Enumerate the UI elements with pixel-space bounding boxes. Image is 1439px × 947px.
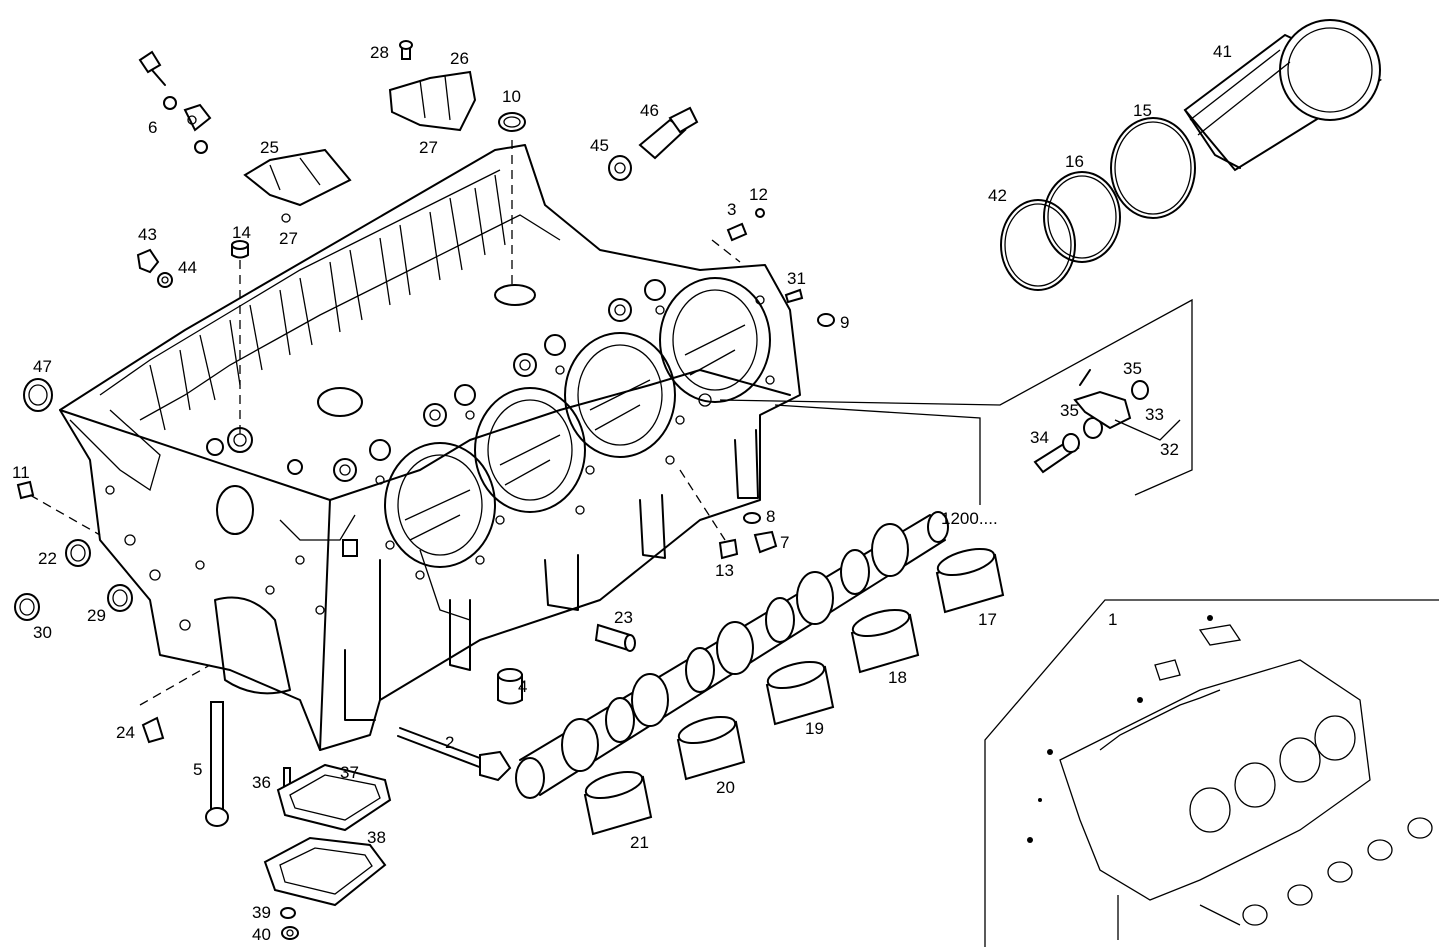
label-code-1200: 1200.... bbox=[941, 509, 998, 528]
label-4: 4 bbox=[518, 677, 527, 696]
bolt-holes bbox=[375, 295, 775, 580]
label-19: 19 bbox=[805, 719, 824, 738]
label-33: 33 bbox=[1145, 405, 1164, 424]
bearing-20 bbox=[676, 715, 746, 781]
label-14: 14 bbox=[232, 223, 251, 242]
label-20: 20 bbox=[716, 778, 735, 797]
label-24: 24 bbox=[116, 723, 135, 742]
label-15: 15 bbox=[1133, 101, 1152, 120]
liner-and-rings bbox=[1000, 19, 1383, 291]
label-8: 8 bbox=[766, 507, 775, 526]
label-47: 47 bbox=[33, 357, 52, 376]
label-27b: 27 bbox=[279, 229, 298, 248]
label-34: 34 bbox=[1030, 428, 1049, 447]
part-labels: 1 2 3 4 5 6 7 8 9 10 11 12 13 14 15 16 1… bbox=[12, 42, 1232, 944]
label-36: 36 bbox=[252, 773, 271, 792]
label-13: 13 bbox=[715, 561, 734, 580]
engine-block bbox=[59, 144, 801, 751]
bearing-21 bbox=[583, 770, 653, 836]
label-41: 41 bbox=[1213, 42, 1232, 61]
small-parts bbox=[14, 40, 1149, 940]
label-31: 31 bbox=[787, 269, 806, 288]
inset-view bbox=[984, 599, 1439, 947]
label-37: 37 bbox=[340, 763, 359, 782]
label-2: 2 bbox=[445, 733, 454, 752]
label-44: 44 bbox=[178, 258, 197, 277]
label-5: 5 bbox=[193, 760, 202, 779]
label-21: 21 bbox=[630, 833, 649, 852]
label-18: 18 bbox=[888, 668, 907, 687]
label-16: 16 bbox=[1065, 152, 1084, 171]
label-6: 6 bbox=[148, 118, 157, 137]
label-10: 10 bbox=[502, 87, 521, 106]
label-45: 45 bbox=[590, 136, 609, 155]
bearing-19 bbox=[765, 660, 835, 726]
label-17: 17 bbox=[978, 610, 997, 629]
camshaft bbox=[515, 511, 949, 799]
label-43: 43 bbox=[138, 225, 157, 244]
label-27a: 27 bbox=[419, 138, 438, 157]
cylinder-bores bbox=[384, 277, 771, 568]
label-42: 42 bbox=[988, 186, 1007, 205]
label-29: 29 bbox=[87, 606, 106, 625]
label-22: 22 bbox=[38, 549, 57, 568]
label-40: 40 bbox=[252, 925, 271, 944]
label-32: 32 bbox=[1160, 440, 1179, 459]
label-35a: 35 bbox=[1123, 359, 1142, 378]
label-23: 23 bbox=[614, 608, 633, 627]
bearing-18 bbox=[850, 608, 920, 674]
cam-bearings bbox=[583, 547, 1005, 836]
label-39: 39 bbox=[252, 903, 271, 922]
label-11: 11 bbox=[12, 463, 30, 482]
label-35b: 35 bbox=[1060, 401, 1079, 420]
label-9: 9 bbox=[840, 313, 849, 332]
leader-lines bbox=[29, 140, 1193, 706]
label-12: 12 bbox=[749, 185, 768, 204]
label-38: 38 bbox=[367, 828, 386, 847]
label-25: 25 bbox=[260, 138, 279, 157]
label-28: 28 bbox=[370, 43, 389, 62]
label-3: 3 bbox=[727, 200, 736, 219]
label-26: 26 bbox=[450, 49, 469, 68]
label-1: 1 bbox=[1108, 610, 1117, 629]
label-46: 46 bbox=[640, 101, 659, 120]
bearing-17 bbox=[935, 547, 1005, 614]
label-7: 7 bbox=[780, 533, 789, 552]
label-30: 30 bbox=[33, 623, 52, 642]
